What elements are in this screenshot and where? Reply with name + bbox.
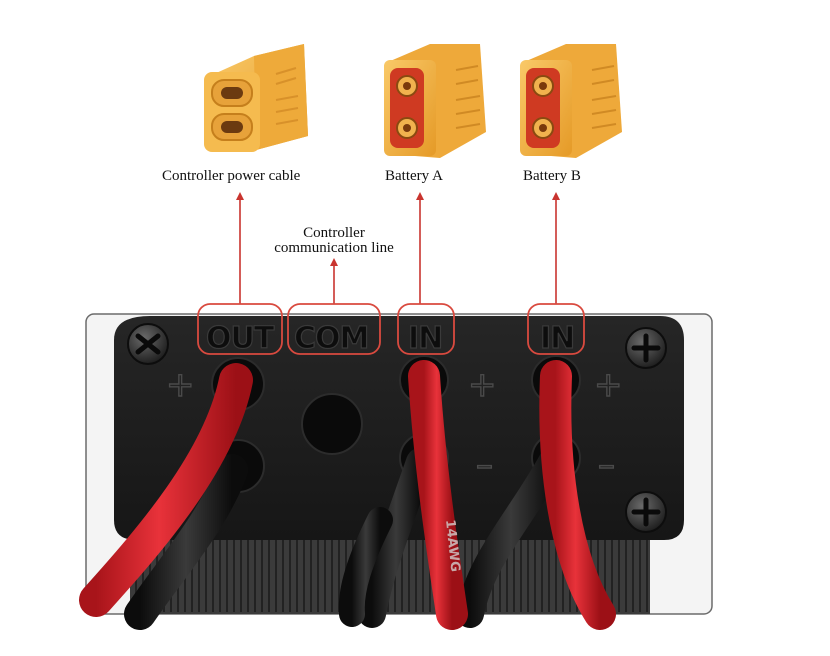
callout-in-b [527, 303, 585, 355]
port-label-out: OUT [206, 321, 275, 356]
screw-icon [625, 491, 667, 533]
label-battery-b: Battery B [523, 168, 581, 184]
port-label-com: COM [294, 321, 368, 356]
label-power-cable: Controller power cable [162, 168, 301, 184]
xt60-male-connector-b [520, 44, 622, 158]
polarity-plus: + [468, 365, 497, 405]
polarity-plus: + [594, 365, 623, 405]
screw-icon [625, 327, 667, 369]
wires [79, 360, 616, 630]
label-communication-line-1: Controller [303, 225, 365, 241]
callout-in-a [397, 303, 455, 355]
xt60-male-connector-a [384, 44, 486, 158]
label-battery-a: Battery A [385, 168, 443, 184]
port-callout-boxes [197, 303, 585, 355]
screw-icon [127, 323, 169, 365]
callout-out [197, 303, 283, 355]
callout-com [287, 303, 381, 355]
port-label-in-a: IN [408, 321, 442, 356]
wire-gauge-print: 14AWG [442, 519, 462, 573]
label-communication-line-2: communication line [274, 240, 394, 256]
xt60-female-connector [204, 44, 308, 152]
polarity-minus: – [598, 445, 615, 485]
callout-arrows [236, 192, 560, 304]
polarity-minus: – [476, 445, 493, 485]
port-label-in-b: IN [540, 321, 574, 356]
label-communication-line: Controller communication line [254, 226, 414, 256]
polarity-plus: + [166, 365, 195, 405]
